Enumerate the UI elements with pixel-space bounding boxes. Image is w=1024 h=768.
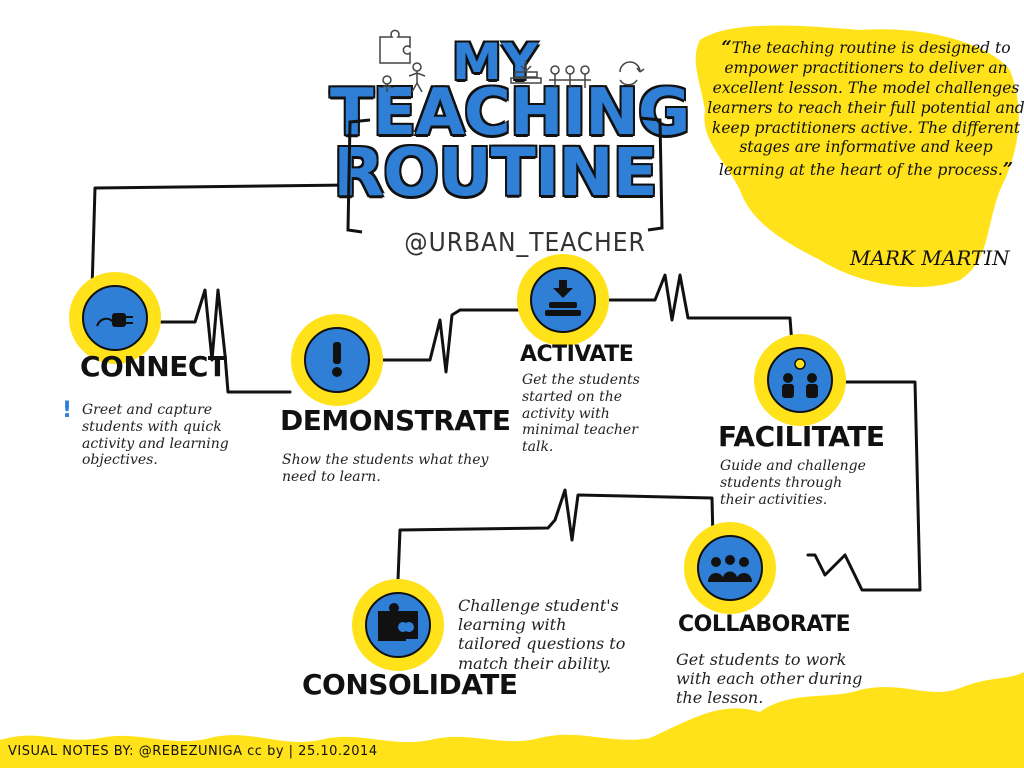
stage-title-consolidate: CONSOLIDATE — [302, 668, 518, 701]
stick-figure-icon — [408, 62, 426, 92]
stage-desc-facilitate: Guide and challenge students through the… — [720, 458, 866, 508]
handle-label: @URBAN_TEACHER — [404, 228, 646, 258]
line-connect-to-demonstrate — [146, 288, 292, 394]
stage-desc-connect: Greet and capture students with quick ac… — [82, 402, 229, 469]
stage-desc-demonstrate: Show the students what they need to lear… — [282, 452, 489, 485]
demonstrate-node — [290, 313, 384, 407]
group-people-icon — [708, 555, 752, 582]
stick-figure-icon — [380, 75, 394, 92]
consolidate-node — [351, 578, 445, 672]
line-collaborate-to-consolidate — [396, 488, 715, 582]
title-bracket — [346, 116, 664, 234]
stack-icon — [510, 60, 542, 84]
quote-body: The teaching routine is designed to empo… — [707, 39, 1024, 180]
cycle-arrows-icon — [619, 61, 645, 86]
exclamation-icon — [332, 342, 342, 377]
line-activate-to-facilitate — [608, 273, 794, 347]
quote-blob — [695, 25, 1019, 288]
line-title-to-connect — [90, 183, 352, 292]
stage-title-demonstrate: DEMONSTRATE — [280, 404, 511, 437]
puzzle-icon — [378, 603, 418, 641]
facilitate-node — [753, 333, 847, 427]
exclamation-bullet-icon: ! — [62, 398, 73, 423]
puzzle-doodle-icon — [379, 29, 411, 64]
stage-title-activate: ACTIVATE — [520, 342, 634, 367]
people-lightbulb-icon — [782, 358, 818, 398]
quote-text: “The teaching routine is designed to emp… — [706, 36, 1024, 181]
stage-desc-consolidate: Challenge student's learning with tailor… — [458, 596, 626, 673]
stage-title-connect: CONNECT — [80, 350, 227, 383]
activate-node — [516, 253, 610, 347]
group-figures-icon — [549, 65, 591, 88]
stage-title-facilitate: FACILITATE — [718, 420, 885, 453]
title-line-3: ROUTINE — [333, 133, 657, 211]
line-facilitate-to-collaborate — [806, 380, 922, 592]
rocket-launch-icon — [545, 280, 581, 316]
close-quote-mark: ” — [1002, 159, 1014, 181]
collaborate-node — [683, 521, 777, 615]
line-demonstrate-to-activate — [378, 308, 522, 374]
bottom-wave — [0, 672, 1024, 768]
stage-title-collaborate: COLLABORATE — [678, 612, 851, 637]
stage-desc-collaborate: Get students to work with each other dur… — [676, 650, 863, 708]
plug-icon — [96, 313, 133, 327]
connect-node — [68, 271, 162, 365]
open-quote-mark: “ — [721, 37, 732, 58]
stage-desc-activate: Get the students started on the activity… — [522, 372, 640, 456]
footer-credit: VISUAL NOTES BY: @REBEZUNIGA cc by | 25.… — [8, 744, 378, 759]
quote-author: MARK MARTIN — [850, 246, 1010, 270]
title-line-2: TEACHING — [330, 76, 690, 150]
doodle-icons — [379, 29, 645, 92]
